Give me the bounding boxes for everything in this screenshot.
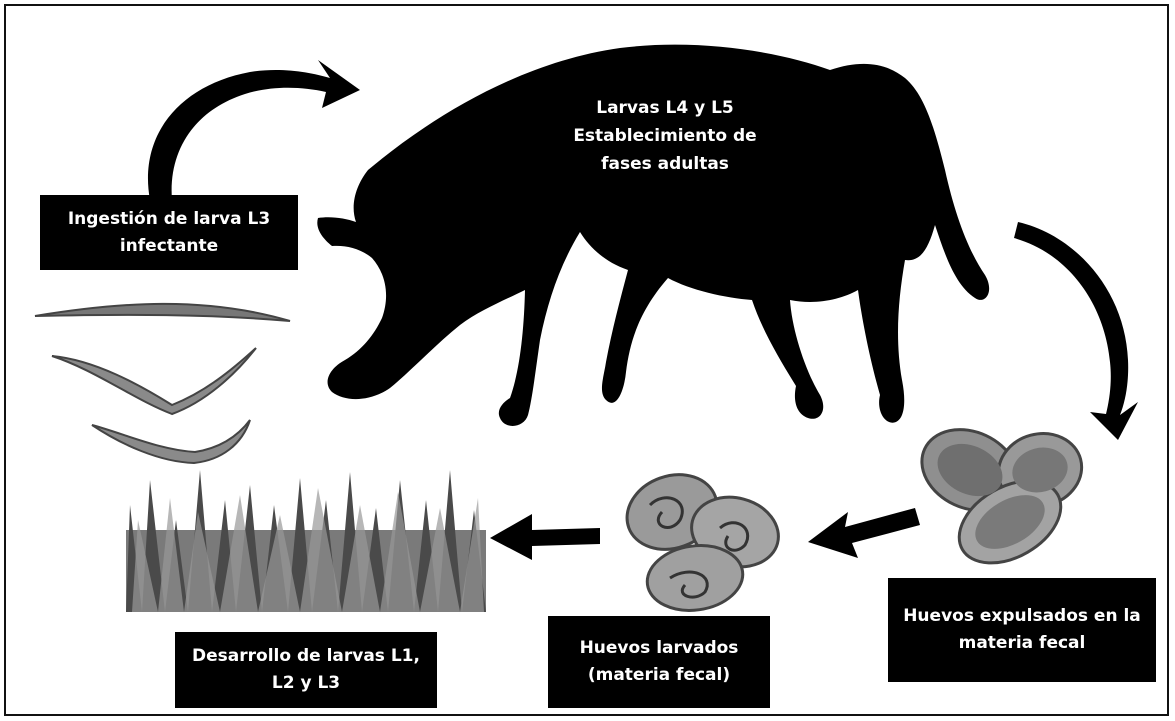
larvated-eggs-label-box: Huevos larvados (materia fecal) [548,616,770,708]
grass-illustration [126,470,486,612]
expelled-eggs-label: Huevos expulsados en la materia fecal [903,603,1141,657]
expelled-eggs-label-box: Huevos expulsados en la materia fecal [888,578,1156,682]
development-label-box: Desarrollo de larvas L1, L2 y L3 [175,632,437,708]
expelled-eggs-illustration [909,414,1090,579]
development-label: Desarrollo de larvas L1, L2 y L3 [192,643,420,697]
arrow-ingestion-to-horse [148,60,360,200]
horse-stage-text: Larvas L4 y L5 Establecimiento de fases … [545,94,785,178]
ingestion-label: Ingestión de larva L3 infectante [68,206,270,260]
larvated-eggs-illustration [616,462,786,616]
larvated-eggs-label: Huevos larvados (materia fecal) [580,635,739,689]
larvae-illustrations [35,304,290,463]
arrow-larvated-to-development [490,514,600,560]
arrow-expelled-to-larvated [808,508,920,558]
arrow-horse-to-feces [1014,222,1138,440]
ingestion-label-box: Ingestión de larva L3 infectante [40,195,298,270]
